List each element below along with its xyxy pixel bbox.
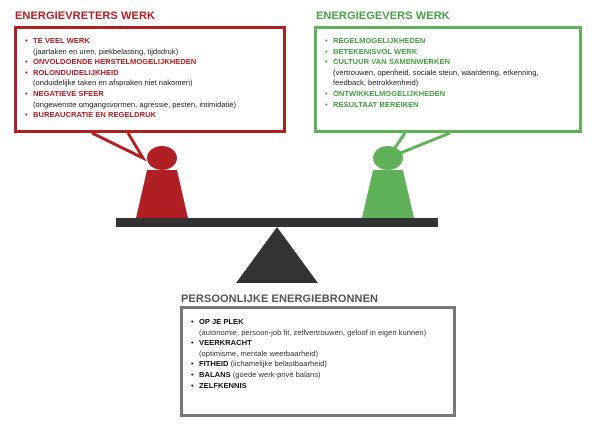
list-item: TE VEEL WERK (jaartaken en uren, piekbel… [25, 36, 277, 57]
energy-drainers-box: TE VEEL WERK (jaartaken en uren, piekbel… [14, 26, 286, 133]
list-item: CULTUUR VAN SAMENWERKEN (vertrouwen, ope… [325, 57, 573, 89]
list-item: ONVOLDOENDE HERSTELMOGELIJKHEDEN [25, 57, 277, 68]
list-item: ROLONDUIDELIJKHEID (onduidelijke taken e… [25, 68, 277, 89]
list-item: ZELFKENNIS [191, 381, 447, 392]
left-title: ENERGIEVRETERS WERK [15, 10, 156, 22]
scale-fulcrum [236, 227, 318, 283]
list-item: VEERKRACHT (optimisme, mentale weerbaarh… [191, 338, 447, 359]
list-item: BUREAUCRATIE EN REGELDRUK [25, 110, 277, 121]
red-weight [136, 146, 188, 218]
personal-energy-sources-box: OP JE PLEK (autonomie, persoon-job fit, … [180, 306, 456, 417]
list-item: RESULTAAT BEREIKEN [325, 100, 573, 111]
list-item: NEGATIEVE SFEER (ongewenste omgangsvorme… [25, 89, 277, 110]
green-weight [362, 146, 414, 218]
list-item: FITHEID (lichamelijke belastbaarheid) [191, 359, 447, 370]
list-item: BALANS (goede werk-privé balans) [191, 370, 447, 381]
energy-givers-box: REGELMOGELIJKHEDEN BETEKENISVOL WERK CUL… [314, 26, 582, 133]
list-item: OP JE PLEK (autonomie, persoon-job fit, … [191, 317, 447, 338]
list-item: ONTWIKKELMOGELIJKHEDEN [325, 89, 573, 100]
list-item: REGELMOGELIJKHEDEN [325, 36, 573, 47]
scale-beam [116, 218, 438, 227]
list-item: BETEKENISVOL WERK [325, 47, 573, 58]
right-title: ENERGIEGEVERS WERK [316, 10, 450, 22]
bottom-title: PERSOONLIJKE ENERGIEBRONNEN [181, 293, 379, 305]
left-box-pointer [91, 131, 147, 162]
